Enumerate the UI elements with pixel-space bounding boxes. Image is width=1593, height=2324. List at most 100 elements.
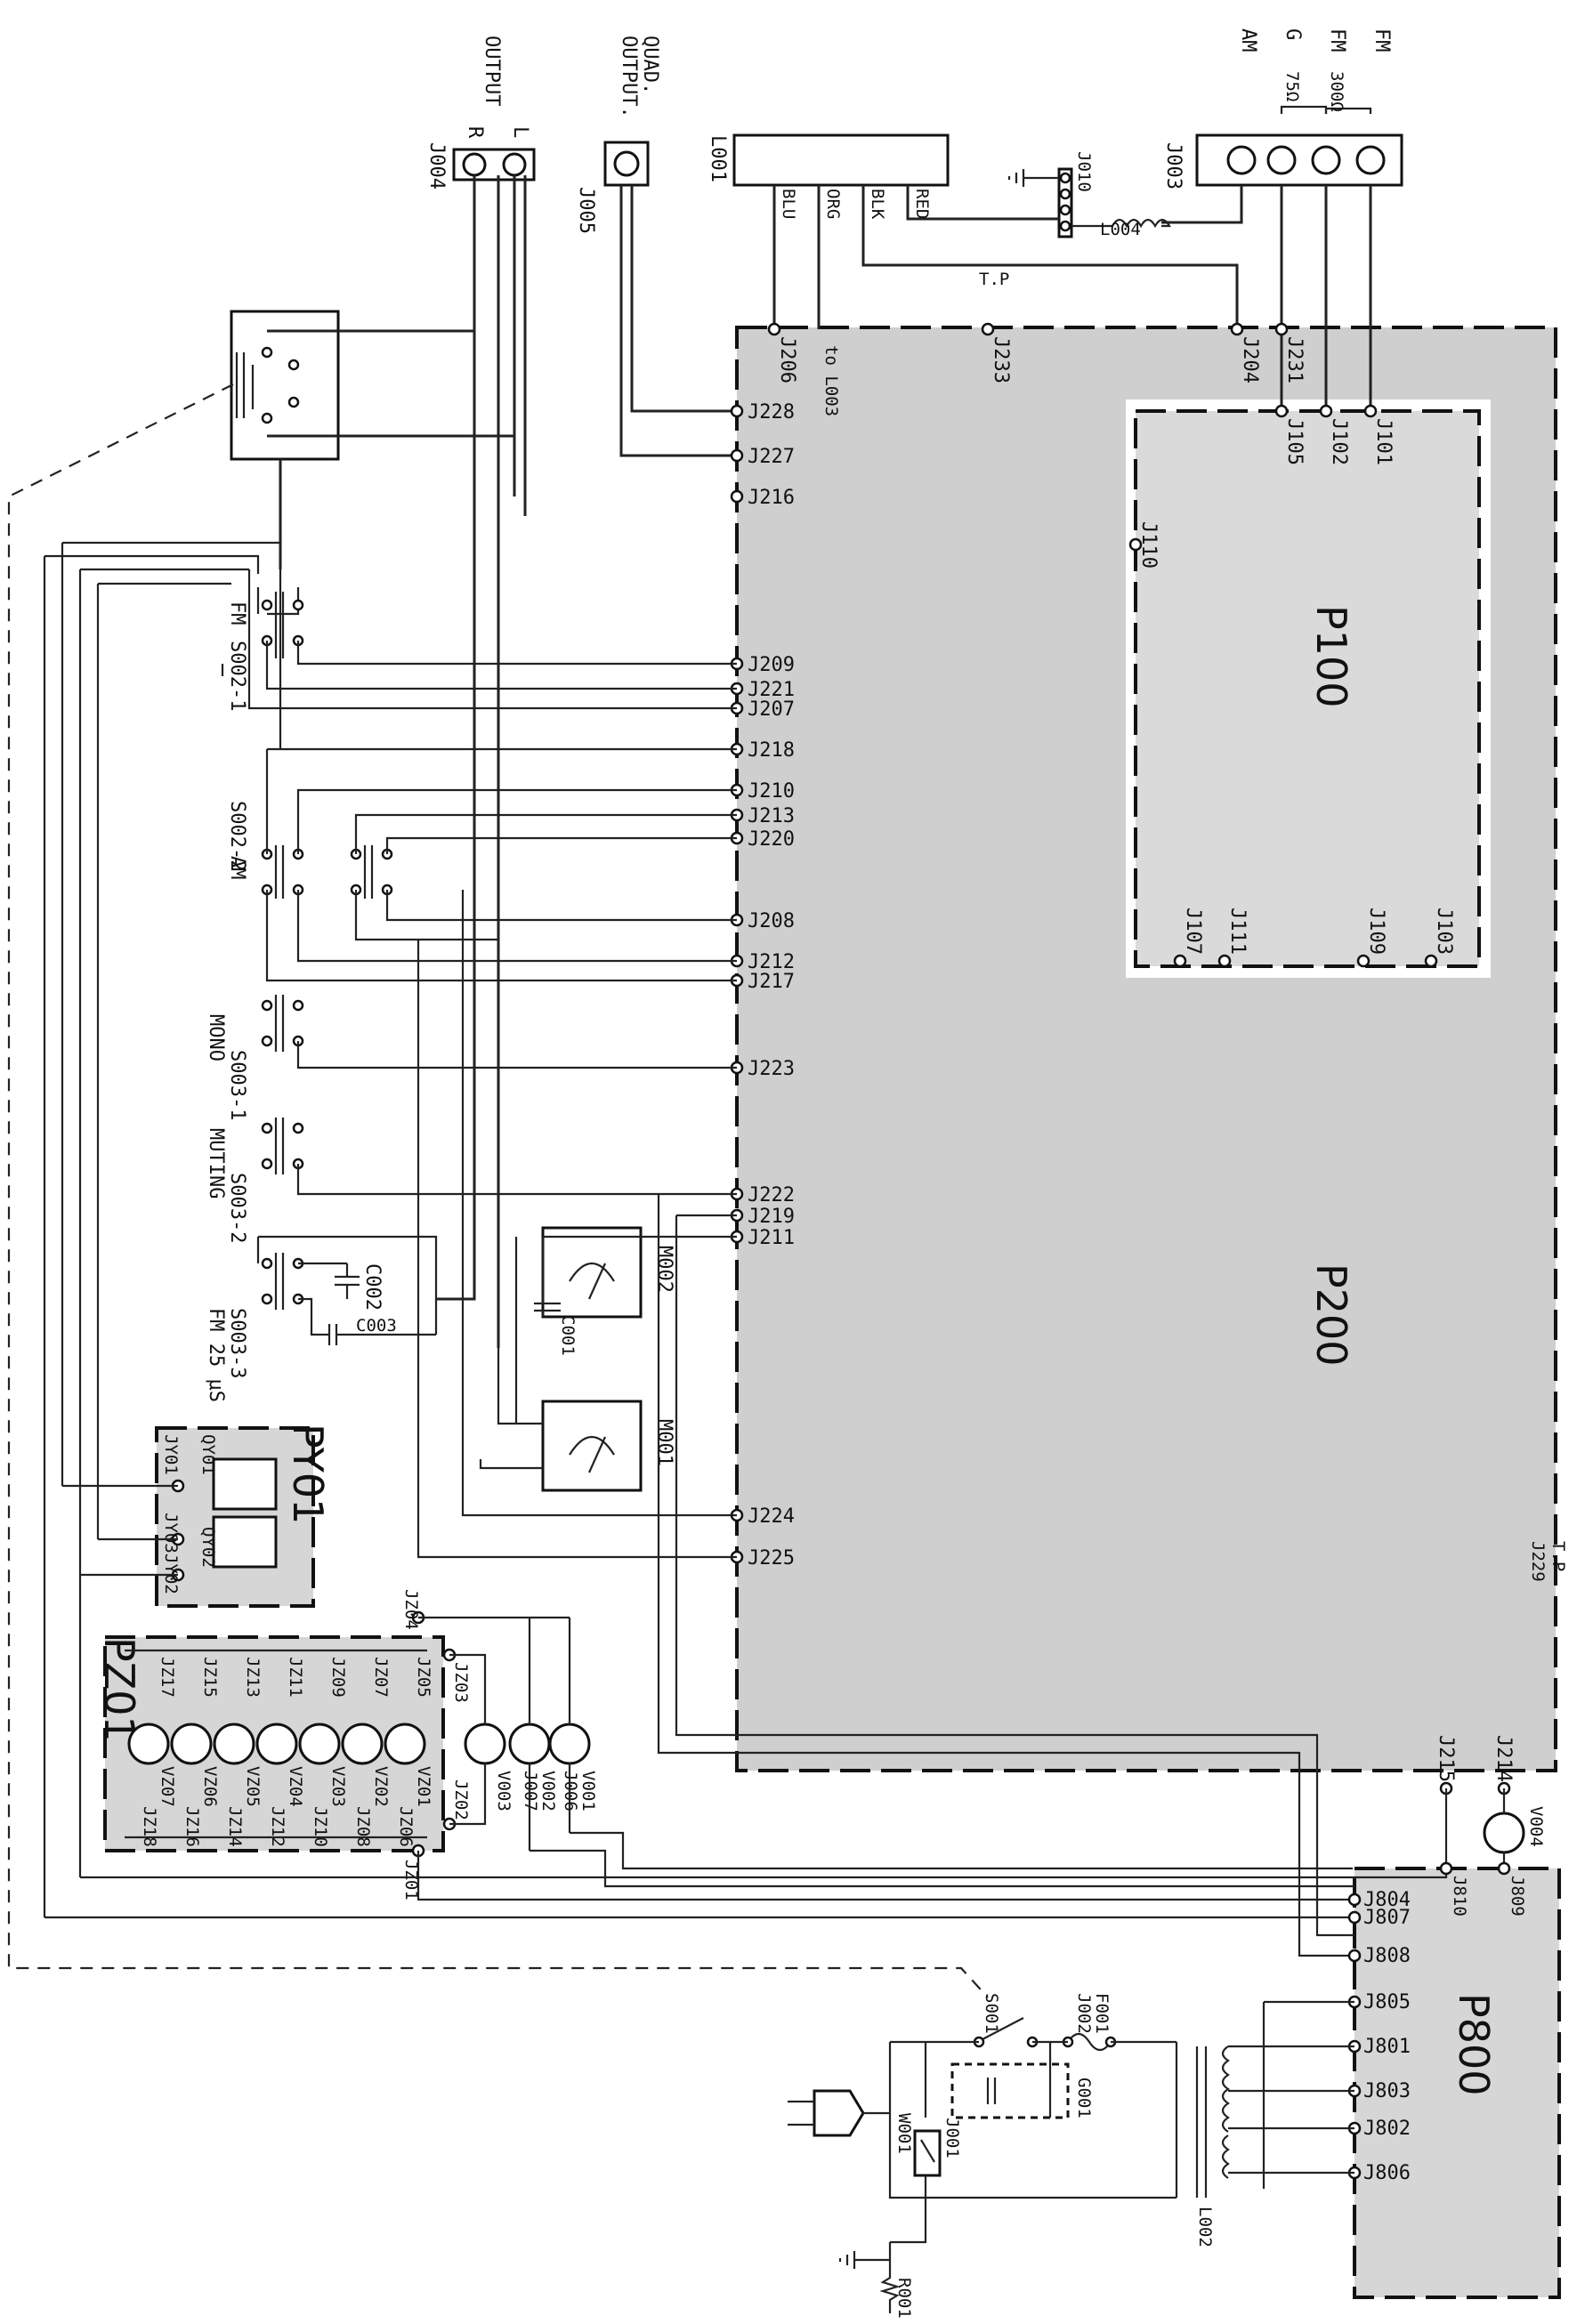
pin-j807: J807 bbox=[1347, 1907, 1411, 1929]
svg-text:VZ03: VZ03 bbox=[328, 1766, 348, 1807]
svg-text:VZ04: VZ04 bbox=[286, 1766, 305, 1807]
j003-label: J003 bbox=[1162, 142, 1185, 190]
pin-j220: J220 bbox=[730, 828, 795, 851]
p100-pin-group: J105 J102 J101 J110 J107 J111 J109 J103 bbox=[1128, 404, 1455, 968]
board-p200-label: P200 bbox=[1307, 1263, 1355, 1367]
svg-text:J211: J211 bbox=[748, 1227, 795, 1249]
s002-fm-label: FM bbox=[226, 601, 248, 625]
svg-text:J807: J807 bbox=[1363, 1907, 1411, 1929]
s003-1-label: S003-1 bbox=[226, 1050, 248, 1120]
muting-label: MUTING bbox=[205, 1128, 227, 1198]
pin-j105: J105 bbox=[1274, 404, 1306, 465]
svg-text:J804: J804 bbox=[1363, 1889, 1411, 1911]
svg-text:J803: J803 bbox=[1363, 2080, 1411, 2102]
antenna-terminal-j003: J003 75Ω 300Ω FM FM G AM bbox=[1162, 28, 1403, 190]
meter-m002: M002 bbox=[541, 1226, 675, 1319]
ohm-75-label: 75Ω bbox=[1282, 71, 1302, 101]
to-l003-label: to L003 bbox=[821, 345, 841, 416]
svg-text:J806: J806 bbox=[1363, 2162, 1411, 2184]
jy01-label: JY01 bbox=[161, 1434, 181, 1475]
svg-text:JZ12: JZ12 bbox=[268, 1806, 287, 1847]
svg-text:J212: J212 bbox=[748, 951, 795, 973]
pin-j109: J109 bbox=[1356, 908, 1387, 968]
svg-text:J227: J227 bbox=[748, 446, 795, 468]
svg-text:J213: J213 bbox=[748, 805, 795, 827]
board-py01-label: PY01 bbox=[284, 1424, 332, 1524]
pin-j211: J211 bbox=[730, 1227, 795, 1249]
pin-j209: J209 bbox=[730, 654, 795, 676]
py01-components: QY01 QY02 JY01 JY03 JY02 bbox=[161, 1434, 278, 1594]
svg-text:VZ02: VZ02 bbox=[371, 1766, 391, 1807]
l004-label: L004 bbox=[1100, 220, 1141, 239]
svg-text:VZ07: VZ07 bbox=[158, 1766, 177, 1807]
svg-text:JZ05: JZ05 bbox=[414, 1657, 433, 1698]
output-r-label: R bbox=[464, 126, 486, 139]
svg-text:J209: J209 bbox=[748, 654, 795, 676]
svg-text:J102: J102 bbox=[1328, 418, 1350, 465]
ohm-300-label: 300Ω bbox=[1327, 71, 1346, 112]
switch-s003-2: S003-2 MUTING bbox=[205, 1118, 304, 1243]
surge-g001: G001 bbox=[950, 2062, 1094, 2119]
svg-text:J222: J222 bbox=[748, 1184, 795, 1206]
p800-pin-group: J810 J809 J804 J807 J808 J805 J801 J803 … bbox=[1347, 1861, 1527, 2184]
pin-j110: J110 bbox=[1128, 521, 1160, 569]
switch-s002-2: S002-2 AM bbox=[226, 747, 737, 899]
board-p800 bbox=[1353, 1867, 1561, 2299]
svg-text:J810: J810 bbox=[1450, 1876, 1469, 1916]
svg-text:J225: J225 bbox=[748, 1547, 795, 1570]
svg-text:F001: F001 bbox=[1092, 1993, 1112, 2034]
switch-s003-1: S003-1 MONO bbox=[205, 995, 304, 1120]
c002-label: C002 bbox=[361, 1263, 384, 1311]
lamp-v003: V003 bbox=[464, 1723, 513, 1812]
c001-label: C001 bbox=[558, 1315, 578, 1356]
s002-1-label: S002-1 bbox=[226, 641, 248, 711]
pz01-components: JZ04 JZ03 JZ02 JZ01 bbox=[401, 1589, 471, 1900]
antenna-am-label: AM bbox=[1237, 28, 1259, 52]
pin-j809: J809 bbox=[1497, 1861, 1527, 1916]
pin-j216: J216 bbox=[730, 487, 795, 509]
pin-j111: J111 bbox=[1217, 908, 1249, 968]
svg-text:V004: V004 bbox=[1526, 1806, 1546, 1847]
jz04-label: JZ04 bbox=[401, 1589, 421, 1630]
svg-text:S001: S001 bbox=[982, 1993, 1001, 2034]
svg-text:J231: J231 bbox=[1283, 336, 1306, 383]
svg-text:J101: J101 bbox=[1372, 418, 1395, 465]
svg-text:J809: J809 bbox=[1508, 1876, 1527, 1916]
svg-text:J206: J206 bbox=[776, 336, 798, 383]
svg-text:JZ16: JZ16 bbox=[182, 1806, 202, 1847]
switch-s002-1: FM S002-1 bbox=[226, 587, 304, 711]
svg-text:J221: J221 bbox=[748, 679, 795, 701]
svg-text:J002: J002 bbox=[1074, 1993, 1094, 2034]
svg-text:JZ15: JZ15 bbox=[200, 1657, 220, 1698]
svg-text:J218: J218 bbox=[748, 739, 795, 762]
relay bbox=[230, 310, 340, 461]
svg-text:W001: W001 bbox=[894, 2113, 914, 2154]
antenna-fm-label-2: FM bbox=[1326, 28, 1348, 52]
svg-text:J109: J109 bbox=[1365, 908, 1387, 955]
pin-j808: J808 bbox=[1347, 1945, 1411, 1967]
svg-text:L002: L002 bbox=[1195, 2207, 1215, 2247]
tp-label-2: T.P bbox=[1549, 1541, 1568, 1571]
l001-label: L001 bbox=[707, 135, 729, 182]
s003-2-label: S003-2 bbox=[226, 1173, 248, 1243]
pin-j228: J228 bbox=[730, 401, 795, 424]
jz03-label: JZ03 bbox=[451, 1662, 471, 1703]
quad-output-jack-j005: QUAD. OUTPUT. J005 bbox=[575, 36, 661, 234]
output-jack-j004: OUTPUT L R J004 bbox=[425, 36, 536, 190]
resistor-r001: R001 bbox=[838, 2242, 914, 2319]
pin-j224: J224 bbox=[730, 1505, 795, 1528]
svg-text:J208: J208 bbox=[748, 910, 795, 932]
svg-text:JZ06: JZ06 bbox=[396, 1806, 416, 1847]
svg-text:JZ17: JZ17 bbox=[158, 1657, 177, 1698]
svg-text:JZ14: JZ14 bbox=[225, 1806, 245, 1847]
jy03-label: JY03 bbox=[161, 1513, 181, 1553]
s002-2-label: S002-2 bbox=[226, 801, 248, 871]
svg-text:V001: V001 bbox=[578, 1771, 598, 1812]
svg-text:J224: J224 bbox=[748, 1505, 795, 1528]
svg-text:VZ01: VZ01 bbox=[414, 1766, 433, 1807]
svg-text:JZ07: JZ07 bbox=[371, 1657, 391, 1698]
